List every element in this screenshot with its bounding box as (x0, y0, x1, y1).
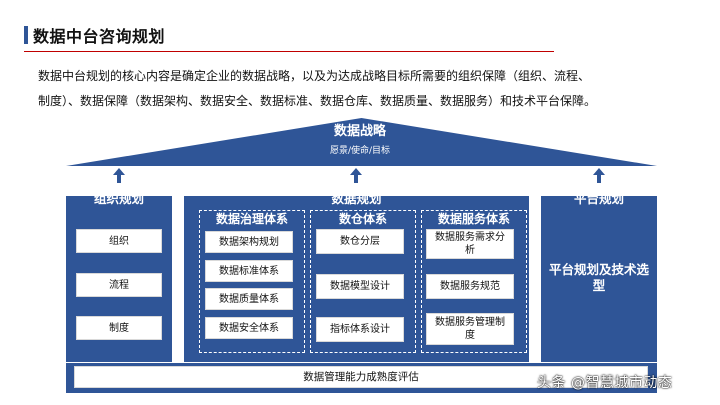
maturity-assessment: 数据管理能力成熟度评估 (74, 366, 648, 388)
data-column-title: 数据规划 (331, 191, 382, 206)
up-arrow-icon (113, 168, 125, 183)
governance-item: 数据安全体系 (205, 317, 293, 339)
governance-title: 数据治理体系 (215, 212, 288, 226)
governance-item: 数据标准体系 (205, 260, 293, 282)
intro-paragraph: 数据中台规划的核心内容是确定企业的数据战略，以及为达成战略目标所需要的组织保障（… (38, 64, 688, 114)
warehouse-item: 数据模型设计 (316, 274, 404, 299)
org-column-title: 组织规划 (93, 191, 144, 206)
service-title: 数据服务体系 (437, 212, 510, 226)
org-item: 流程 (76, 273, 162, 297)
page-title: 数据中台咨询规划 (33, 27, 166, 46)
service-item: 数据服务需求分析 (426, 229, 514, 259)
up-arrow-icon (593, 168, 605, 183)
warehouse-item: 数仓分层 (316, 229, 404, 254)
strategy-roof (66, 118, 657, 166)
strategy-subtitle: 愿景/使命/目标 (329, 146, 391, 156)
intro-line-1: 数据中台规划的核心内容是确定企业的数据战略，以及为达成战略目标所需要的组织保障（… (38, 69, 591, 83)
org-item: 制度 (76, 316, 162, 340)
strategy-title: 数据战略 (333, 124, 386, 139)
title-divider (24, 51, 554, 52)
governance-item: 数据质量体系 (205, 288, 293, 310)
service-item: 数据服务规范 (426, 274, 514, 299)
org-item: 组织 (76, 229, 162, 253)
up-arrow-icon (350, 168, 362, 183)
title-accent-bar (24, 26, 28, 44)
platform-content: 平台规划及技术选型 (548, 262, 649, 293)
watermark: 头条 @智慧城市动态 (537, 375, 673, 391)
platform-column (541, 196, 657, 362)
service-item: 数据服务管理制度 (426, 313, 514, 345)
warehouse-item: 指标体系设计 (316, 317, 404, 342)
intro-line-2: 制度）、数据保障（数据架构、数据安全、数据标准、数据仓库、数据质量、数据服务）和… (38, 94, 597, 108)
warehouse-title: 数仓体系 (338, 212, 387, 226)
governance-item: 数据架构规划 (205, 231, 293, 253)
platform-column-title: 平台规划 (573, 191, 624, 206)
